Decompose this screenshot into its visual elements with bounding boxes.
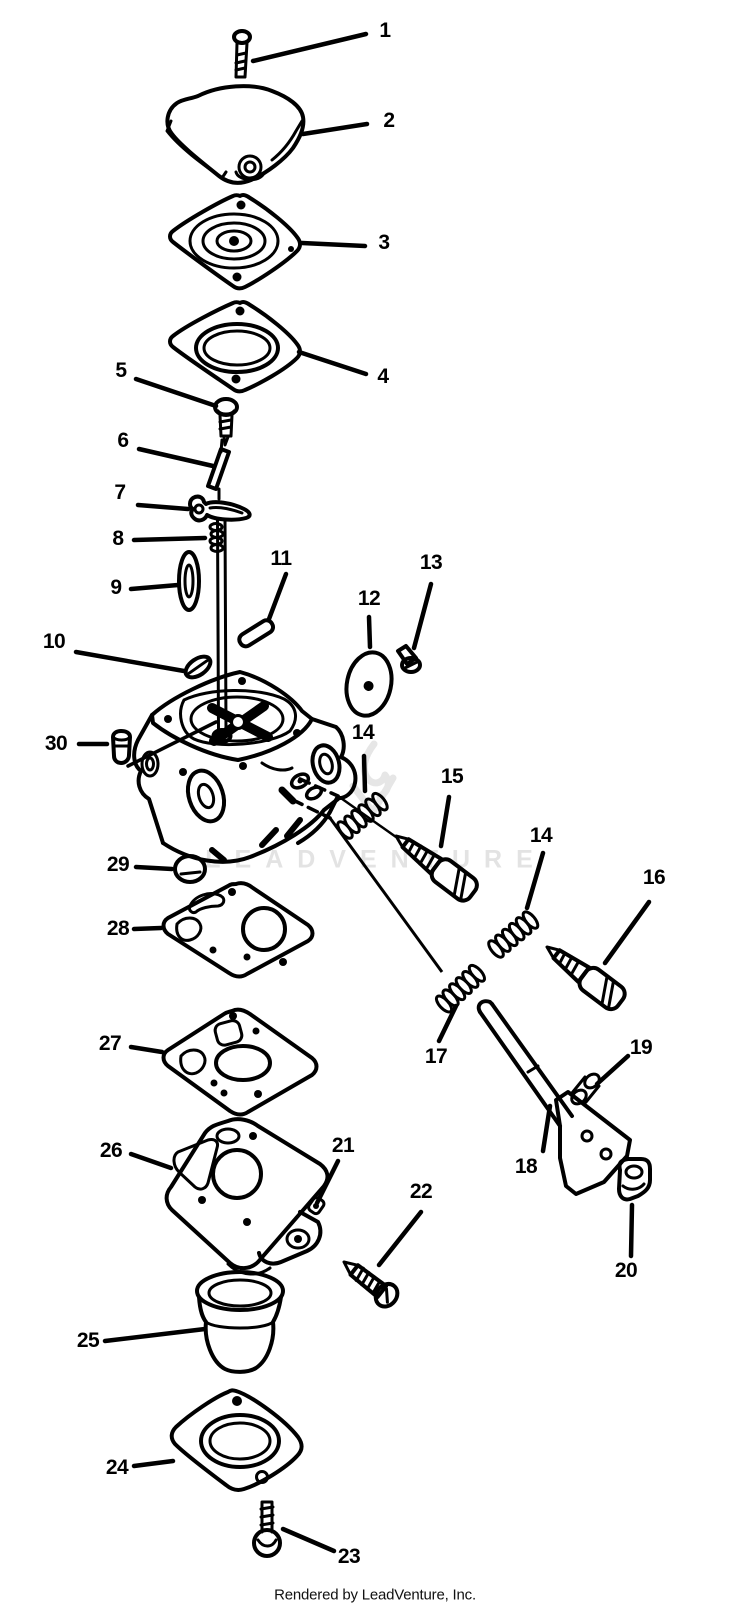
assembly-lines — [126, 438, 444, 973]
callout-label-18: 18 — [514, 1155, 538, 1178]
leader-line-14 — [524, 850, 546, 911]
leader-line-15 — [438, 794, 452, 849]
callout-label-3: 3 — [378, 231, 390, 254]
part-screw-5 — [213, 397, 239, 447]
part-diaphragm-3 — [168, 192, 302, 291]
watermark-text: LEADVENTURE — [205, 845, 547, 874]
part-clip-19 — [570, 1072, 601, 1106]
leader-lines — [73, 31, 652, 1554]
callout-label-6: 6 — [117, 429, 129, 452]
callout-label-26: 26 — [99, 1139, 123, 1162]
callout-label-1: 1 — [379, 19, 391, 42]
callout-label-7: 7 — [114, 481, 126, 504]
leader-line-21 — [314, 1158, 341, 1206]
part-stud-21 — [307, 1196, 326, 1216]
callout-label-23: 23 — [337, 1545, 361, 1568]
part-pump-base-26 — [164, 1117, 330, 1276]
callout-label-29: 29 — [106, 853, 130, 876]
callout-label-8: 8 — [112, 527, 124, 550]
part-pin-6 — [206, 447, 231, 491]
callout-label-17: 17 — [424, 1045, 448, 1068]
callout-label-12: 12 — [357, 587, 381, 610]
leader-line-20 — [628, 1202, 635, 1259]
part-screw-23 — [252, 1500, 282, 1558]
callout-label-21: 21 — [331, 1134, 355, 1157]
callout-label-24: 24 — [105, 1456, 129, 1479]
callout-label-20: 20 — [614, 1259, 638, 1282]
leader-line-1 — [250, 31, 369, 64]
callout-label-4: 4 — [377, 365, 389, 388]
leader-line-18 — [540, 1103, 553, 1154]
part-nut-20 — [617, 1157, 652, 1202]
callout-label-5: 5 — [115, 359, 127, 382]
leader-line-13 — [411, 581, 434, 651]
part-primer-cup-25 — [195, 1270, 285, 1374]
leader-line-16 — [602, 899, 652, 966]
part-grommet-9 — [177, 550, 201, 612]
callout-label-16: 16 — [642, 866, 666, 889]
part-plug-30 — [111, 729, 132, 765]
callout-label-9: 9 — [110, 576, 122, 599]
leader-line-9 — [128, 582, 181, 592]
leader-line-3 — [299, 240, 368, 249]
callout-label-2: 2 — [383, 109, 395, 132]
leader-line-25 — [102, 1326, 208, 1344]
callout-label-30: 30 — [44, 732, 68, 755]
leader-line-17 — [436, 1003, 459, 1044]
leader-line-26 — [128, 1151, 174, 1171]
callout-label-10: 10 — [42, 630, 66, 653]
footer-credit: Rendered by LeadVenture, Inc. — [274, 1586, 476, 1604]
part-spring-14a — [336, 791, 389, 840]
leader-line-12 — [366, 614, 373, 650]
callout-label-25: 25 — [76, 1329, 100, 1352]
part-flange-gasket-24 — [169, 1388, 304, 1492]
part-pump-cover-2 — [165, 84, 306, 185]
leader-line-5 — [133, 376, 219, 409]
part-screw-13 — [396, 644, 422, 674]
leader-line-22 — [376, 1209, 424, 1268]
leader-line-11 — [266, 571, 289, 622]
part-gasket-4 — [168, 299, 302, 394]
part-disc-12 — [344, 650, 394, 718]
part-needle-15 — [394, 834, 479, 903]
part-spring-14b — [487, 910, 540, 959]
callout-label-22: 22 — [409, 1180, 433, 1203]
leader-line-28 — [131, 925, 164, 932]
part-needle-16 — [545, 945, 627, 1012]
part-lever-18 — [476, 999, 632, 1196]
leader-line-6 — [136, 446, 216, 469]
part-lever-7 — [188, 494, 252, 523]
leader-line-29 — [133, 864, 175, 872]
part-carburetor-body — [132, 670, 358, 864]
callout-label-14: 14 — [351, 721, 375, 744]
leader-line-14 — [361, 753, 368, 794]
callout-label-28: 28 — [106, 917, 130, 940]
leader-line-10 — [73, 649, 187, 674]
leader-line-2 — [300, 121, 370, 137]
callout-label-19: 19 — [629, 1036, 653, 1059]
callout-label-11: 11 — [270, 547, 292, 570]
part-gasket-28 — [161, 881, 315, 979]
callout-label-27: 27 — [98, 1032, 122, 1055]
part-gasket-27 — [161, 1007, 319, 1117]
callout-label-14: 14 — [529, 824, 553, 847]
leader-line-27 — [128, 1044, 165, 1055]
leader-line-23 — [280, 1526, 337, 1554]
part-spring-17 — [434, 963, 486, 1014]
leader-line-8 — [131, 535, 208, 543]
part-link-11 — [237, 618, 276, 649]
leader-line-19 — [594, 1053, 631, 1087]
part-screw-1 — [232, 29, 252, 79]
callout-label-15: 15 — [440, 765, 464, 788]
leader-line-7 — [135, 502, 191, 512]
part-screw-22 — [342, 1260, 400, 1309]
callout-label-13: 13 — [419, 551, 443, 574]
leader-line-24 — [131, 1458, 176, 1469]
leader-line-4 — [296, 349, 369, 377]
part-plug-29 — [173, 854, 207, 884]
part-clip-10 — [183, 654, 213, 680]
